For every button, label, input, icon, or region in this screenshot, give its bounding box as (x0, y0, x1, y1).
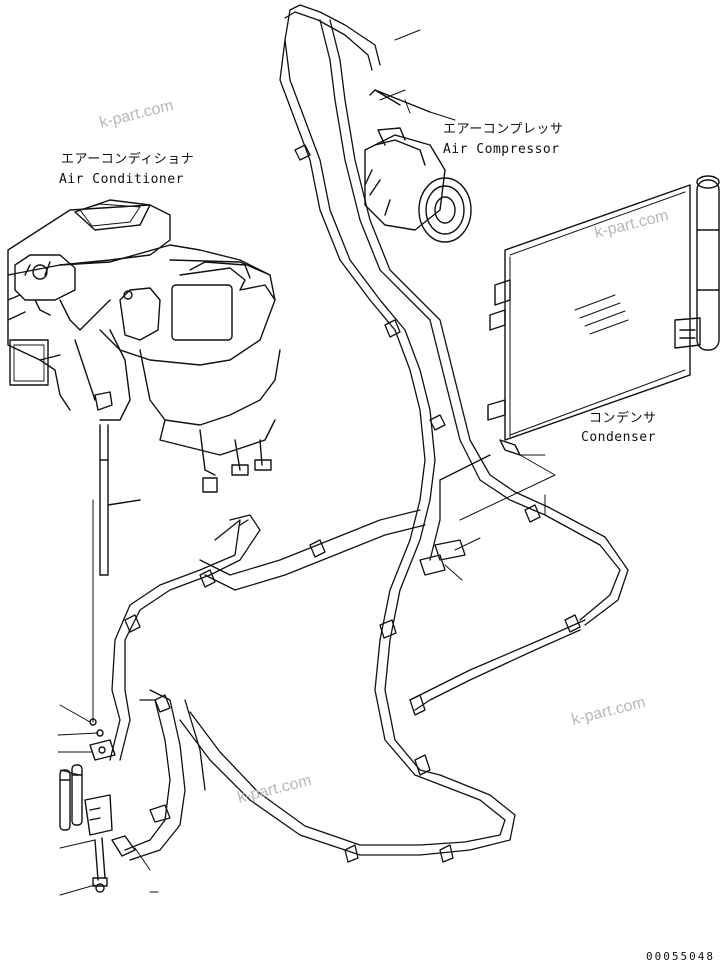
drain-hose (99, 424, 141, 576)
air-conditioner-label-jp: エアーコンディショナ (61, 152, 195, 167)
condenser-label-jp: コンデンサ (589, 411, 657, 426)
refrigerant-hoses (109, 4, 629, 863)
air-compressor-label-jp: エアーコンプレッサ (443, 122, 564, 137)
drawing-number: 00055048 (646, 950, 715, 963)
air-compressor (364, 89, 472, 243)
condenser-label-en: Condenser (581, 430, 656, 445)
air-compressor-label-en: Air Compressor (443, 142, 560, 157)
mounting-parts (59, 718, 136, 893)
leader-lines (57, 29, 556, 896)
condenser (487, 175, 720, 456)
air-conditioner-label-en: Air Conditioner (59, 172, 184, 187)
air-conditioner-unit (7, 199, 281, 493)
